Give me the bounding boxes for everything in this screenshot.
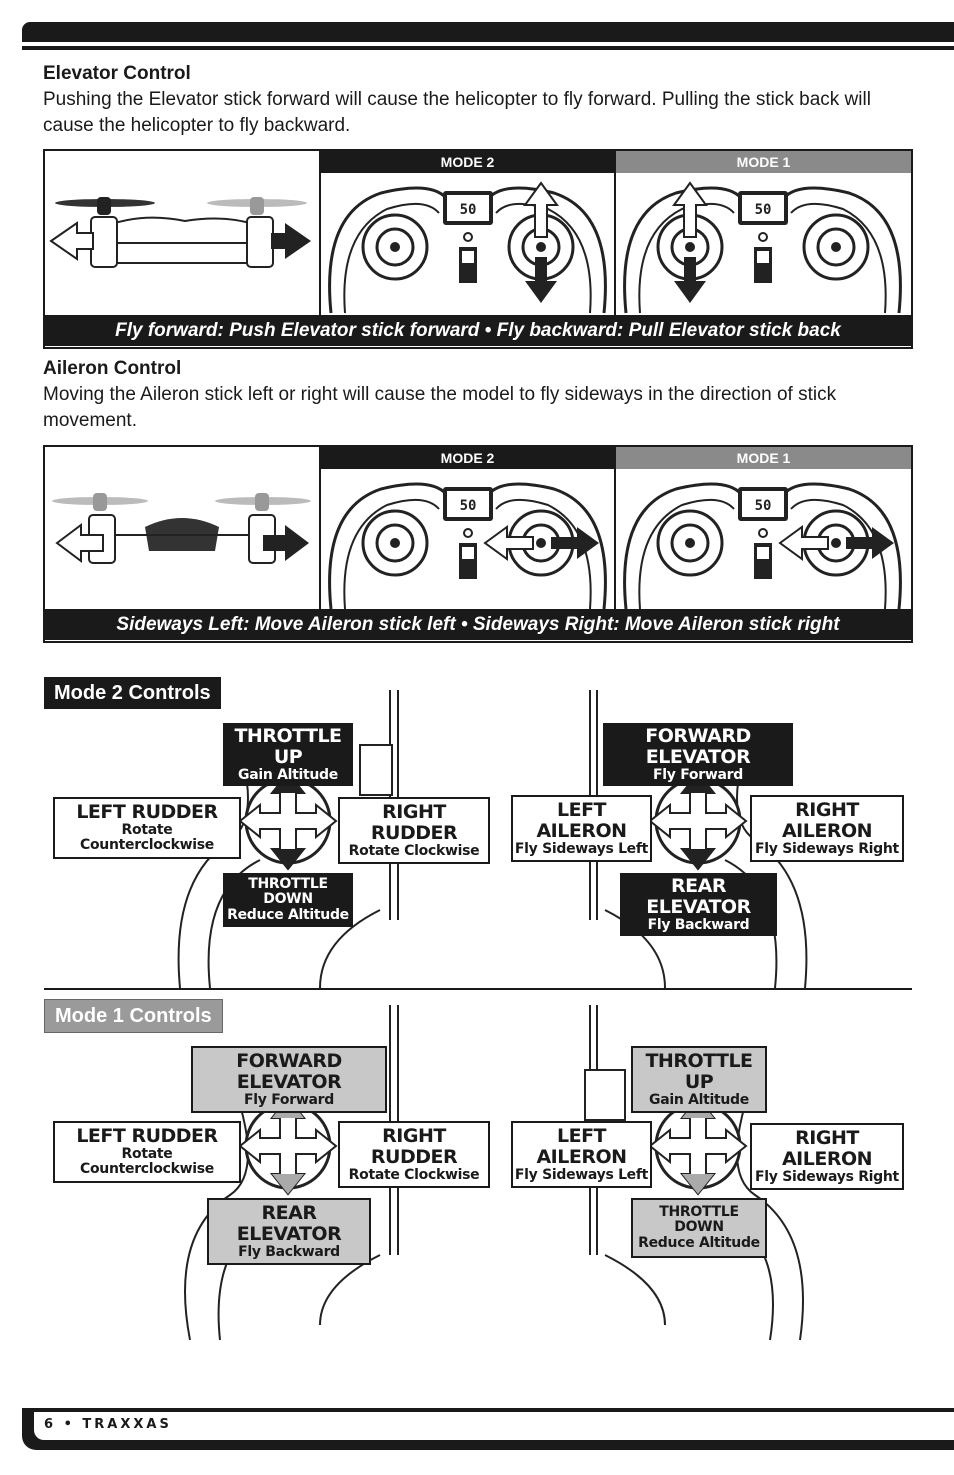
top-bar [22,22,954,42]
mode2-controls-tag: Mode 2 Controls [44,677,221,709]
transmitter-mode1-aileron: 50 [623,482,902,610]
lcd-readout: 50 [755,498,772,514]
lcd-readout: 50 [460,202,477,218]
aileron-mode1-cell: MODE 1 50 [616,447,911,610]
mode1-label: MODE 1 [616,447,911,469]
mode1-right-aileron-label: RIGHT AILERON Fly Sideways Right [750,1123,904,1191]
mode2-right-stick-arrows [648,771,748,871]
elevator-caption: Fly forward: Push Elevator stick forward… [45,315,911,346]
mode2-left-aileron-label: LEFT AILERON Fly Sideways Left [511,795,652,863]
quad-side-view [45,151,321,315]
mode1-throttle-up-label: THROTTLE UP Gain Altitude [631,1046,767,1114]
transmitter-mode2-elevator: 50 [328,181,607,314]
quadcopter-illustration [49,197,311,268]
mode2-label: MODE 2 [321,447,614,469]
elevator-mode2-cell: MODE 2 50 [321,151,616,315]
mode2-throttle-down-label: THROTTLE DOWN Reduce Altitude [223,873,353,928]
page-footer: 6 • TRAXXAS [44,1417,172,1432]
lcd-readout: 50 [460,498,477,514]
mode2-right-aileron-label: RIGHT AILERON Fly Sideways Right [750,795,904,863]
mode1-right-rudder-label: RIGHT RUDDER Rotate Clockwise [338,1121,490,1189]
mode2-throttle-up-label: THROTTLE UP Gain Altitude [223,723,353,787]
section-divider [44,988,912,990]
mode1-left-aileron-label: LEFT AILERON Fly Sideways Left [511,1121,652,1189]
quadcopter-front-illustration [52,493,311,564]
mode1-throttle-down-label: THROTTLE DOWN Reduce Altitude [631,1198,767,1259]
aileron-figure: MODE 2 50 MODE 1 [43,445,913,643]
mode1-rear-elevator-label: REAR ELEVATOR Fly Backward [207,1198,371,1266]
aileron-caption: Sideways Left: Move Aileron stick left •… [45,609,911,640]
elevator-mode1-cell: MODE 1 50 [616,151,911,315]
mode2-rear-elevator-label: REAR ELEVATOR Fly Backward [620,873,777,937]
aileron-mode2-cell: MODE 2 50 [321,447,616,610]
transmitter-outline-left [177,690,399,989]
elevator-body: Pushing the Elevator stick forward will … [43,89,871,136]
aileron-title: Aileron Control [43,358,182,379]
mode1-left-rudder-label: LEFT RUDDER Rotate Counterclockwise [53,1121,241,1183]
mode1-forward-elevator-label: FORWARD ELEVATOR Fly Forward [191,1046,387,1114]
mode2-label: MODE 2 [321,151,614,173]
top-rule [22,46,954,50]
mode1-label: MODE 1 [616,151,911,173]
elevator-title: Elevator Control [43,63,191,84]
elevator-figure: MODE 2 50 MODE 1 [43,149,913,349]
transmitter-mode1-elevator: 50 [623,181,902,314]
lcd-readout: 50 [755,202,772,218]
mode1-controls-tag: Mode 1 Controls [44,999,223,1033]
mode2-right-rudder-label: RIGHT RUDDER Rotate Clockwise [338,797,490,865]
mode2-forward-elevator-label: FORWARD ELEVATOR Fly Forward [603,723,793,787]
transmitter-mode2-aileron: 50 [328,482,607,610]
bottom-bar-inner [34,1412,954,1440]
aileron-body: Moving the Aileron stick left or right w… [43,384,837,431]
quad-front-view [45,447,321,609]
mode2-left-rudder-label: LEFT RUDDER Rotate Counterclockwise [53,797,241,859]
